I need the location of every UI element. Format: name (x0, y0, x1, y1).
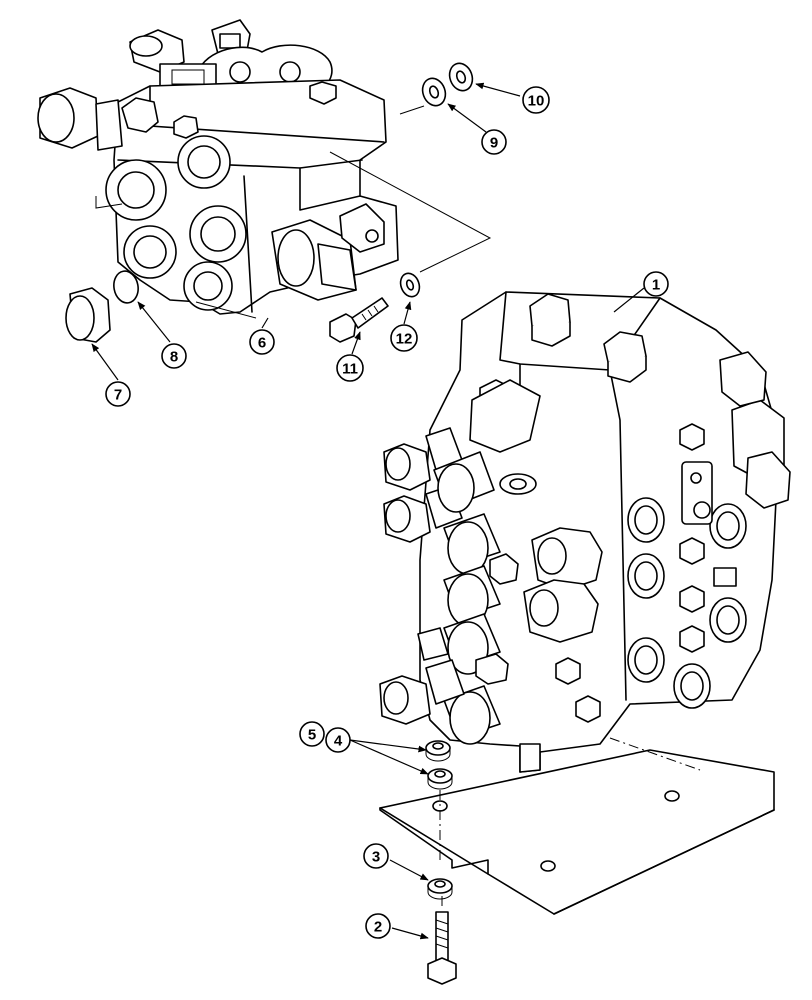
leader-10 (475, 82, 521, 97)
callout-3: 3 (363, 843, 389, 869)
callout-label-3: 3 (372, 849, 380, 866)
callout-10: 10 (522, 86, 550, 114)
washer-5-part (425, 740, 451, 762)
bolt-2-part (427, 896, 457, 985)
mounting-plate (379, 737, 775, 915)
washer-9-part (421, 77, 447, 107)
upper-valve-section (37, 19, 492, 319)
leader-2 (391, 927, 429, 940)
callout-7: 7 (105, 381, 131, 407)
callout-5: 5 (299, 721, 325, 747)
leader-9 (447, 103, 487, 133)
washer-12-part (399, 272, 421, 298)
callout-label-10: 10 (528, 93, 545, 110)
callout-1: 1 (643, 271, 669, 297)
callout-label-8: 8 (170, 349, 178, 366)
callout-label-1: 1 (652, 277, 660, 294)
leader-8 (137, 301, 171, 343)
leader-6 (261, 317, 269, 329)
washer-10-part (448, 62, 474, 92)
plug-7-part (65, 287, 111, 343)
callout-6: 6 (249, 329, 275, 355)
callout-label-9: 9 (490, 135, 498, 152)
callout-11: 11 (336, 354, 364, 382)
callout-label-2: 2 (374, 919, 382, 936)
callout-4: 4 (325, 727, 351, 753)
washer-3-part (427, 878, 453, 900)
leader-3 (389, 859, 429, 881)
main-control-valve (379, 291, 791, 773)
leader-12 (403, 301, 412, 325)
callout-9: 9 (481, 129, 507, 155)
leader-7 (91, 343, 119, 381)
callout-label-7: 7 (114, 387, 122, 404)
leader-4a (349, 739, 427, 753)
o-ring-8-part (113, 270, 139, 304)
bolt-11-part (329, 297, 389, 343)
leader-4b (349, 739, 429, 775)
callout-12: 12 (390, 324, 418, 352)
callout-label-11: 11 (342, 361, 358, 378)
callout-label-6: 6 (258, 335, 266, 352)
washer-4-part (427, 768, 453, 790)
callout-label-12: 12 (396, 331, 413, 348)
callout-label-5: 5 (308, 727, 316, 744)
leader-11 (351, 331, 361, 355)
callout-2: 2 (365, 913, 391, 939)
callout-label-4: 4 (334, 733, 343, 750)
callout-8: 8 (161, 343, 187, 369)
leader-1 (613, 287, 645, 313)
